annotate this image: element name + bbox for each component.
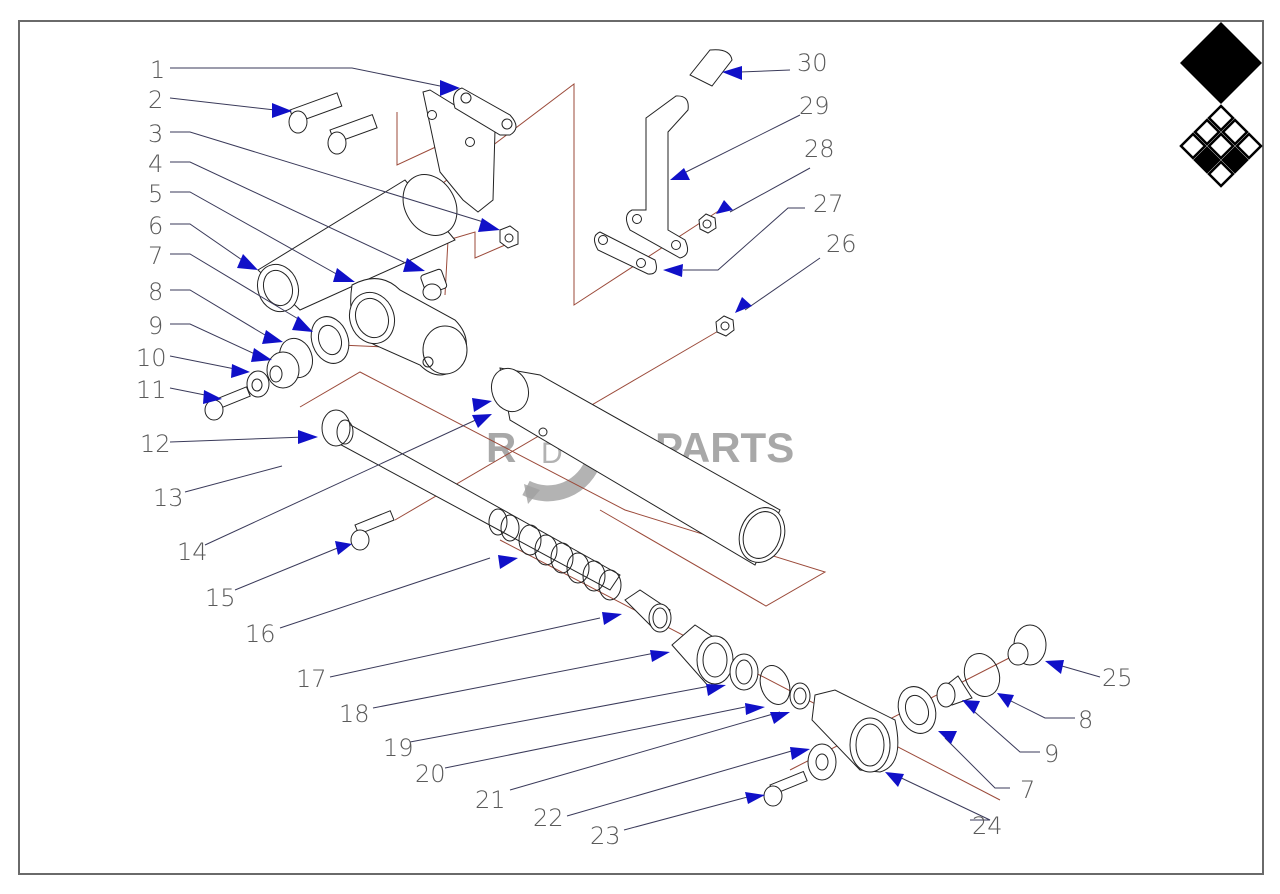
part-7-bearing-right	[897, 686, 937, 734]
callout-29: 29	[799, 92, 830, 120]
part-19-ring	[729, 653, 759, 691]
callout-8: 8	[148, 278, 163, 306]
part-1-bracket	[422, 87, 517, 213]
part-26-nut	[715, 315, 735, 337]
callout-25: 25	[1102, 664, 1133, 692]
callout-1: 1	[150, 56, 165, 84]
part-5-rod-end	[348, 278, 468, 376]
callout-7-right: 7	[1020, 776, 1035, 804]
leader-lines	[169, 67, 1101, 831]
brand-logo-icon	[1179, 22, 1263, 188]
part-24-rod-end	[811, 689, 899, 773]
part-16-spring	[488, 508, 622, 601]
part-10-washer	[246, 370, 270, 398]
callout-9: 9	[148, 312, 163, 340]
callout-5: 5	[148, 180, 163, 208]
callout-16: 16	[245, 620, 276, 648]
part-7-bearing	[310, 316, 350, 364]
callout-18: 18	[339, 700, 370, 728]
part-17-sleeve	[624, 589, 672, 633]
watermark-prefix: R	[486, 424, 516, 471]
callout-13: 13	[153, 484, 184, 512]
part-12-pin	[321, 409, 621, 591]
callout-arrows	[203, 66, 1064, 804]
callout-24: 24	[972, 812, 1003, 840]
part-21-ring	[789, 682, 811, 710]
callout-3: 3	[148, 120, 163, 148]
part-22-washer	[807, 743, 837, 781]
part-14-cylinder	[490, 367, 786, 566]
callout-7: 7	[148, 242, 163, 270]
part-25-cap	[1007, 624, 1047, 666]
part-4-bushing	[420, 268, 448, 301]
part-28-nut	[698, 213, 717, 234]
part-27-link-plate	[594, 231, 657, 275]
callout-23: 23	[590, 822, 621, 850]
callout-6: 6	[148, 212, 163, 240]
part-29-lever	[626, 95, 689, 259]
part-9-sleeve-right	[936, 675, 973, 708]
callout-27: 27	[813, 190, 844, 218]
callout-22: 22	[533, 804, 564, 832]
part-18-bushing	[671, 624, 734, 689]
callout-2: 2	[148, 86, 163, 114]
callout-11: 11	[136, 376, 167, 404]
part-8-circlip-right	[963, 653, 1001, 697]
callout-9-right: 9	[1044, 740, 1059, 768]
callout-21: 21	[475, 786, 506, 814]
part-20-circlip	[759, 665, 791, 705]
callout-26: 26	[826, 230, 857, 258]
part-3-nut	[499, 225, 519, 249]
part-11-bolt	[204, 386, 251, 421]
drawing-frame	[18, 20, 1264, 875]
callout-15: 15	[205, 584, 236, 612]
callout-28: 28	[804, 135, 835, 163]
callout-8-right: 8	[1078, 706, 1093, 734]
part-6-tube	[256, 174, 458, 313]
part-30-grip	[689, 49, 733, 87]
part-15-bolt	[350, 510, 395, 551]
callout-4: 4	[148, 150, 163, 178]
callout-17: 17	[296, 665, 327, 693]
part-23-bolt	[763, 770, 808, 807]
callout-19: 19	[383, 734, 414, 762]
callout-12: 12	[140, 430, 171, 458]
callout-30: 30	[797, 49, 828, 77]
callout-labels: 1 2 3 4 5 6 7 8 9 10 11 12 13 14 15 16 1…	[136, 49, 1133, 850]
part-9-sleeve	[266, 351, 300, 389]
callout-14: 14	[177, 538, 208, 566]
callout-10: 10	[136, 344, 167, 372]
part-2-bolts	[288, 92, 378, 155]
callout-20: 20	[415, 760, 446, 788]
